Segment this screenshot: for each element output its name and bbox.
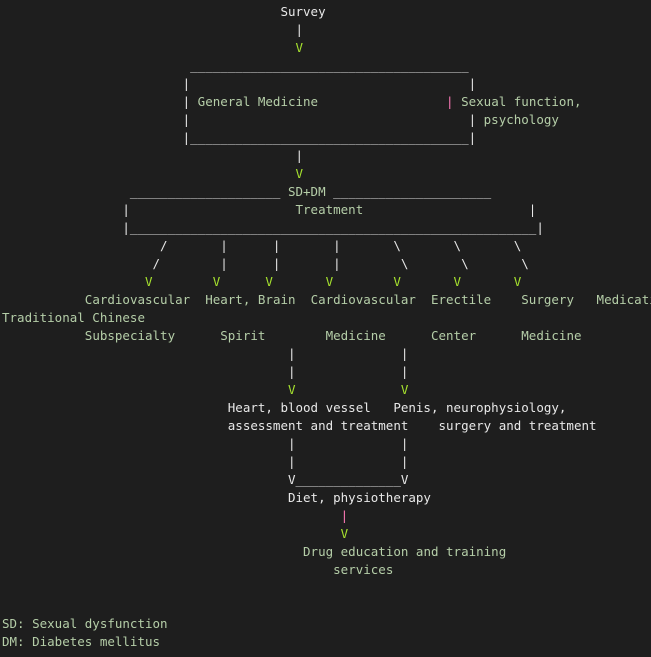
diagram-text-segment: _____________________ <box>325 184 492 199</box>
diagram-line: | Treatment | <box>2 201 651 219</box>
diagram-text-segment: _____________________________________ <box>2 58 469 73</box>
diagram-text-segment <box>2 328 85 343</box>
diagram-text-segment: | | <box>2 76 477 91</box>
diagram-text-segment: assessment and treatment surgery and tre… <box>2 418 597 433</box>
diagram-line: / | | | \ \ \ <box>2 255 651 273</box>
diagram-line: services <box>2 561 651 579</box>
diagram-text-segment: | <box>2 94 198 109</box>
diagram-line: Subspecialty Spirit Medicine Center Medi… <box>2 327 651 345</box>
diagram-line <box>2 597 651 615</box>
diagram-text-segment: Subspecialty Spirit Medicine Center Medi… <box>84 328 582 343</box>
diagram-line: | | <box>2 363 651 381</box>
diagram-text-segment: Sexual function, <box>461 94 582 109</box>
diagram-line: V <box>2 165 651 183</box>
diagram-text-segment: services <box>333 562 394 577</box>
diagram-line: V V V V V V V <box>2 273 651 291</box>
diagram-text-segment: Heart, blood vessel Penis, neurophysiolo… <box>2 400 567 415</box>
diagram-line: | | <box>2 453 651 471</box>
diagram-line: Diet, physiotherapy <box>2 489 651 507</box>
diagram-line: Survey <box>2 3 651 21</box>
diagram-text-segment: DM: Diabetes mellitus <box>2 634 161 649</box>
diagram-text-segment: |_______________________________________… <box>2 220 544 235</box>
diagram-line: V <box>2 39 651 57</box>
diagram-text-segment: | <box>2 202 296 217</box>
diagram-text-segment: Drug education and training <box>303 544 507 559</box>
diagram-text-segment: / | | | \ \ \ <box>2 256 529 271</box>
diagram-line: Drug education and training <box>2 543 651 561</box>
diagram-text-segment: | <box>2 148 304 163</box>
diagram-text-segment: | <box>446 94 454 109</box>
diagram-line: DM: Diabetes mellitus <box>2 633 651 651</box>
diagram-text-segment: / | | | \ \ \ <box>2 238 522 253</box>
diagram-line: Traditional Chinese <box>2 309 651 327</box>
diagram-text-segment <box>318 94 446 109</box>
diagram-text-segment: General Medicine <box>197 94 319 109</box>
diagram-text-segment: Traditional Chinese <box>2 310 145 325</box>
diagram-text-segment <box>2 292 85 307</box>
diagram-text-segment: SD: Sexual dysfunction <box>2 616 168 631</box>
ascii-flow-diagram: Survey | V _____________________________… <box>2 3 651 651</box>
diagram-text-segment: V <box>2 166 304 181</box>
diagram-text-segment: V V <box>2 382 409 397</box>
diagram-text-segment: Cardiovascular Heart, Brain Cardiovascul… <box>84 292 651 307</box>
diagram-line: V______________V <box>2 471 651 489</box>
diagram-text-segment: | | <box>2 454 409 469</box>
diagram-text-segment: psychology <box>483 112 559 127</box>
diagram-line: ____________________ SD+DM _____________… <box>2 183 651 201</box>
diagram-line: | | <box>2 345 651 363</box>
diagram-line: |_____________________________________| <box>2 129 651 147</box>
diagram-text-segment: | | <box>2 346 409 361</box>
diagram-line: _____________________________________ <box>2 57 651 75</box>
diagram-line: | <box>2 507 651 525</box>
diagram-line: | | <box>2 435 651 453</box>
diagram-line: | General Medicine | Sexual function, <box>2 93 651 111</box>
diagram-text-segment: Treatment <box>295 202 364 217</box>
diagram-text-segment <box>2 544 303 559</box>
diagram-line: Cardiovascular Heart, Brain Cardiovascul… <box>2 291 651 309</box>
diagram-text-segment: |_____________________________________| <box>2 130 477 145</box>
diagram-text-segment: Survey <box>2 4 326 19</box>
diagram-text-segment: | | <box>2 364 409 379</box>
diagram-text-segment: | <box>363 202 537 217</box>
diagram-text-segment <box>2 508 341 523</box>
diagram-line: SD: Sexual dysfunction <box>2 615 651 633</box>
diagram-line: | <box>2 21 651 39</box>
diagram-text-segment: V <box>2 526 349 541</box>
diagram-text-segment: | <box>2 22 304 37</box>
diagram-line: / | | | \ \ \ <box>2 237 651 255</box>
diagram-line: assessment and treatment surgery and tre… <box>2 417 651 435</box>
diagram-text-segment: SD+DM <box>287 184 326 199</box>
diagram-line: | <box>2 147 651 165</box>
diagram-text-segment: Diet, physiotherapy <box>2 490 431 505</box>
diagram-text-segment: V______________V <box>2 472 409 487</box>
diagram-text-segment: | | <box>2 436 409 451</box>
diagram-line: |_______________________________________… <box>2 219 651 237</box>
diagram-line: V V <box>2 381 651 399</box>
diagram-line <box>2 579 651 597</box>
diagram-line: V <box>2 525 651 543</box>
diagram-line: Heart, blood vessel Penis, neurophysiolo… <box>2 399 651 417</box>
diagram-text-segment: ____________________ <box>2 184 288 199</box>
diagram-text-segment <box>454 94 462 109</box>
diagram-text-segment: | <box>340 508 349 523</box>
diagram-text-segment: V <box>2 40 304 55</box>
diagram-text-segment <box>2 562 333 577</box>
diagram-text-segment: | | <box>2 112 484 127</box>
diagram-text-segment: V V V V V V V <box>2 274 522 289</box>
diagram-line: | | psychology <box>2 111 651 129</box>
diagram-line: | | <box>2 75 651 93</box>
